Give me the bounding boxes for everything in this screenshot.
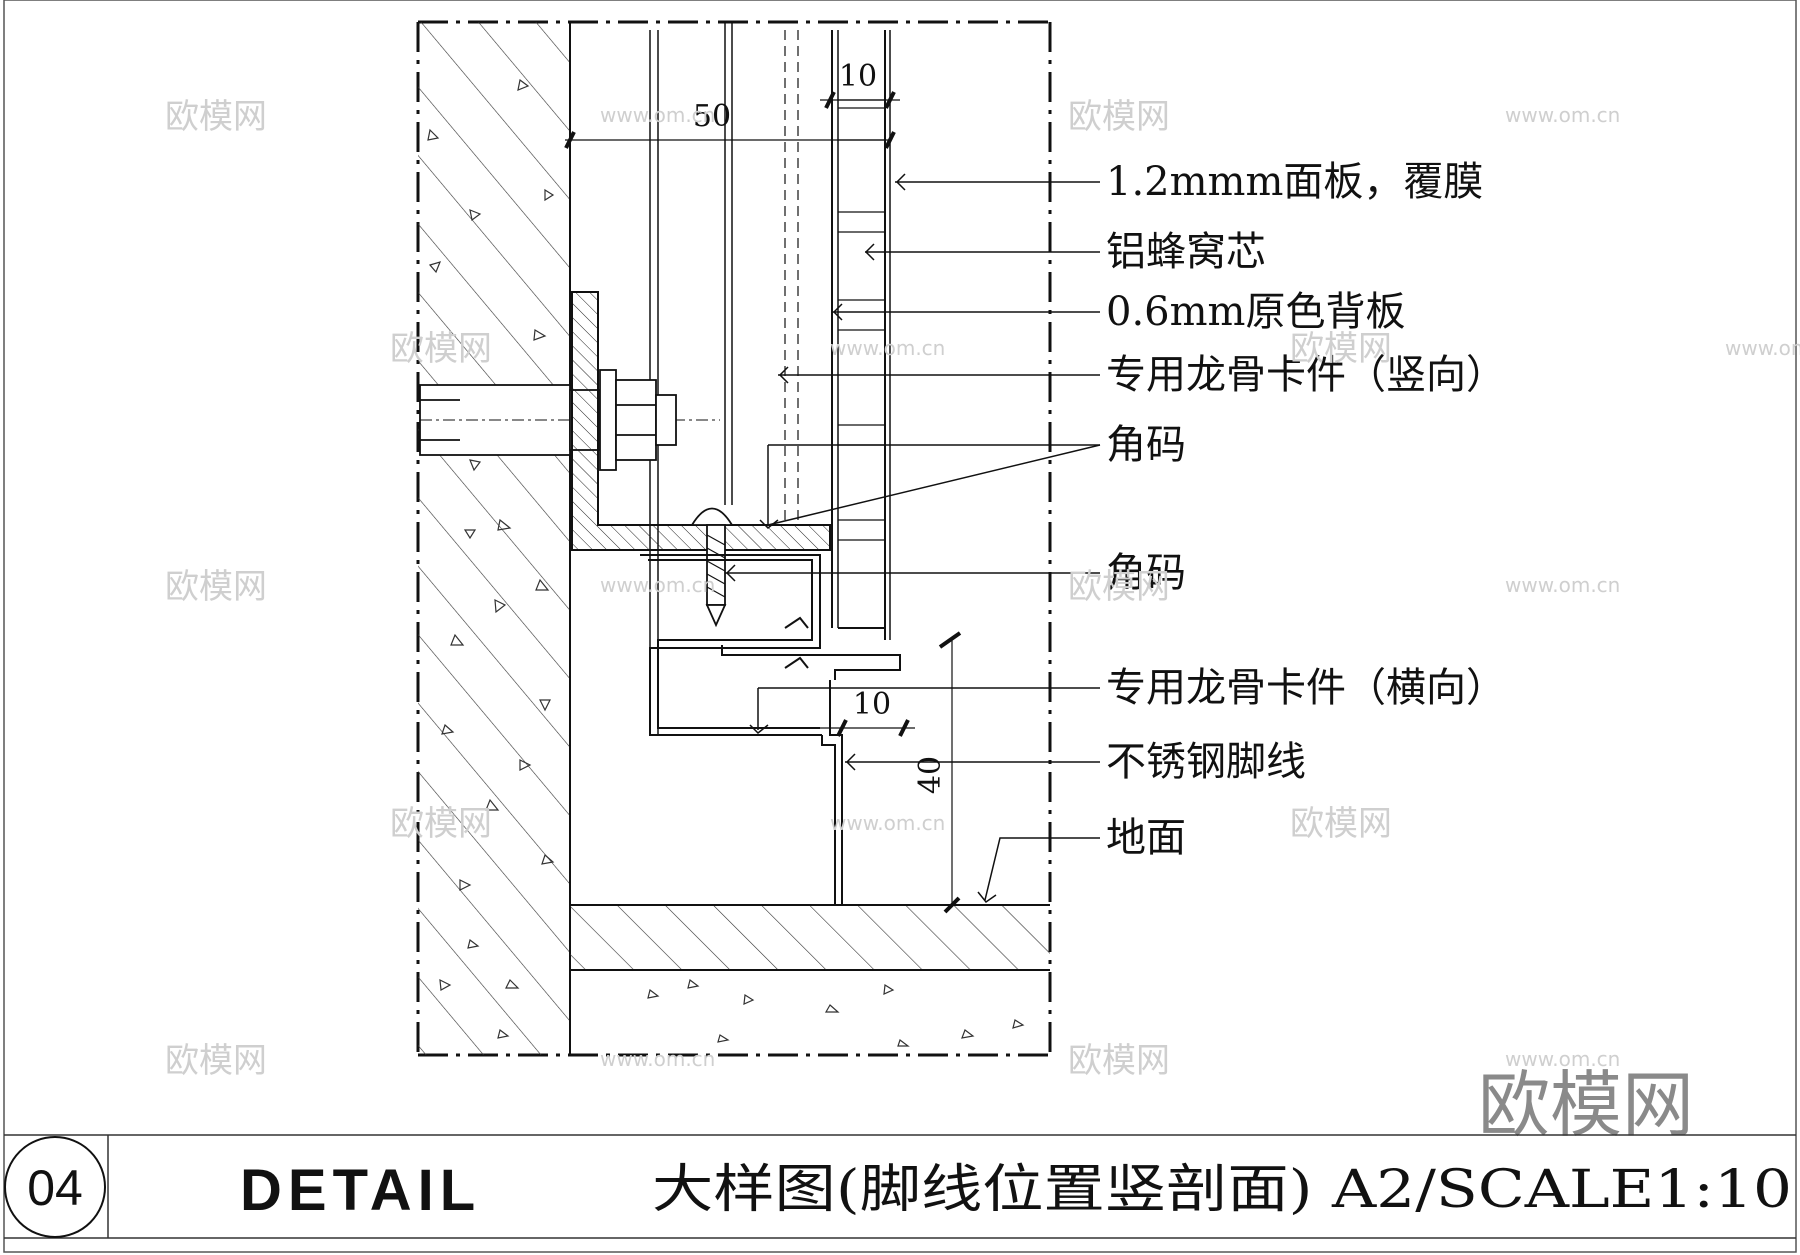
lower-angle-clip bbox=[640, 554, 901, 736]
callout-floor: 地面 bbox=[1106, 815, 1186, 861]
watermarks: 欧模网 www.om.cn 欧模网 www.om.cn 欧模网 www.om.c… bbox=[165, 97, 1800, 1147]
watermark-url: www.om.cn bbox=[600, 103, 715, 127]
watermark-url: www.om.cn bbox=[600, 1047, 715, 1071]
watermark-logo: 欧模网 bbox=[165, 1041, 267, 1081]
dimension-10-bottom: 10 bbox=[820, 687, 915, 737]
callout-face-panel: 1.2mmm面板，覆膜 bbox=[1106, 159, 1483, 205]
watermark-logo: 欧模网 bbox=[390, 329, 492, 369]
watermark-url: www.om.cn bbox=[1505, 1047, 1620, 1071]
watermark-url: www.om.cn bbox=[1505, 103, 1620, 127]
honeycomb-panel bbox=[831, 30, 891, 640]
dimension-10-bottom-label: 10 bbox=[853, 687, 891, 722]
detail-title: 大样图(脚线位置竖剖面) A2/SCALE1:10 bbox=[652, 1160, 1792, 1220]
watermark-url: www.om.cn bbox=[1725, 336, 1800, 360]
dimension-10-top-label: 10 bbox=[839, 59, 877, 94]
leader-lines bbox=[725, 173, 1101, 904]
dimension-50-label: 50 bbox=[693, 99, 731, 134]
callout-honeycomb-core: 铝蜂窝芯 bbox=[1106, 229, 1266, 275]
floor-screed bbox=[647, 978, 1025, 1047]
floor-finish bbox=[570, 904, 1050, 971]
corner-logo-watermark: 欧模网 bbox=[1478, 1063, 1694, 1147]
concrete-wall bbox=[418, 22, 571, 1055]
angle-bracket bbox=[571, 291, 831, 551]
callout-angle-bracket-2: 角码 bbox=[1106, 550, 1186, 596]
callout-angle-bracket-1: 角码 bbox=[1106, 422, 1186, 468]
dimension-10-top: 10 bbox=[820, 59, 900, 109]
watermark-url: www.om.cn bbox=[830, 811, 945, 835]
outer-frame bbox=[3, 0, 1797, 1253]
dimension-50: 50 bbox=[564, 99, 896, 149]
callout-vertical-clip: 专用龙骨卡件（竖向） bbox=[1106, 352, 1506, 398]
watermark-url: www.om.cn bbox=[600, 573, 715, 597]
watermark-logo: 欧模网 bbox=[1290, 329, 1392, 369]
stainless-steel-skirting bbox=[821, 680, 843, 905]
watermark-url: www.om.cn bbox=[830, 336, 945, 360]
watermark-logo: 欧模网 bbox=[1068, 567, 1170, 607]
watermark-logo: 欧模网 bbox=[1290, 804, 1392, 844]
watermark-logo: 欧模网 bbox=[1068, 97, 1170, 137]
title-block: 04 DETAIL 大样图(脚线位置竖剖面) A2/SCALE1:10 bbox=[4, 1134, 1796, 1239]
watermark-logo: 欧模网 bbox=[390, 804, 492, 844]
watermark-url: www.om.cn bbox=[1505, 573, 1620, 597]
anchor-bolt bbox=[419, 369, 720, 471]
callout-labels: 1.2mmm面板，覆膜 铝蜂窝芯 0.6mm原色背板 专用龙骨卡件（竖向） 角码… bbox=[1106, 159, 1506, 861]
watermark-logo: 欧模网 bbox=[165, 567, 267, 607]
callout-skirting: 不锈钢脚线 bbox=[1106, 739, 1306, 785]
self-tapping-screw bbox=[690, 507, 734, 628]
watermark-logo: 欧模网 bbox=[165, 97, 267, 137]
callout-horizontal-clip: 专用龙骨卡件（横向） bbox=[1106, 665, 1506, 711]
dimension-40: 40 bbox=[913, 631, 962, 914]
watermark-logo: 欧模网 bbox=[1068, 1041, 1170, 1081]
detail-number: 04 bbox=[27, 1160, 83, 1216]
detail-label: DETAIL bbox=[240, 1158, 481, 1223]
callout-back-panel: 0.6mm原色背板 bbox=[1106, 289, 1405, 335]
